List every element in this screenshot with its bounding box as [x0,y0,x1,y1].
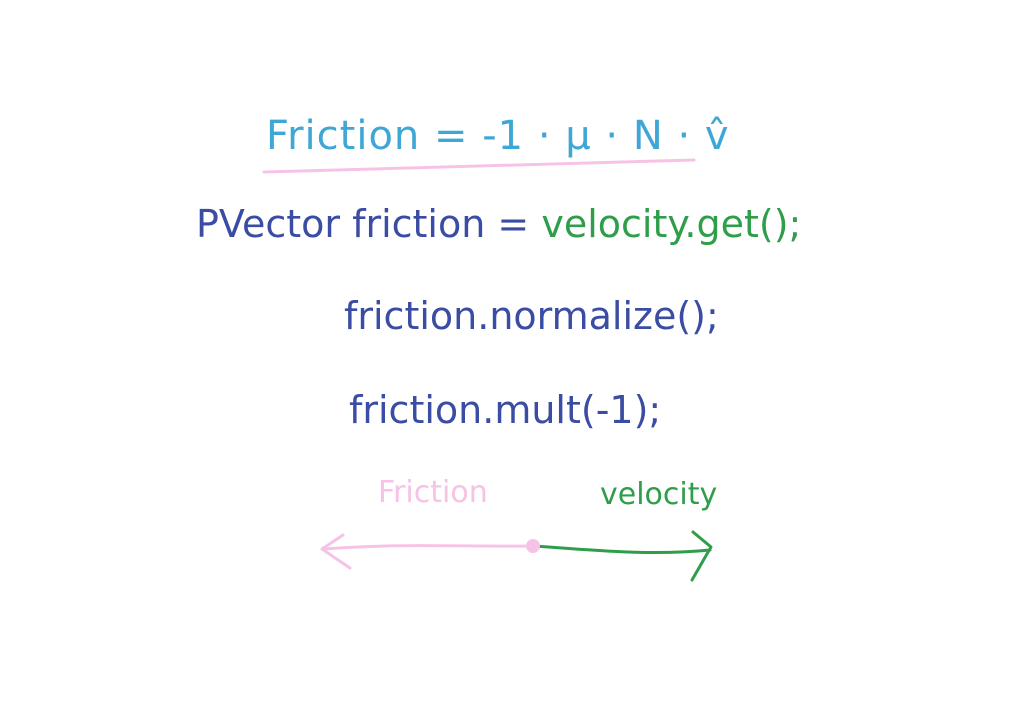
friction-arrowhead [320,533,352,570]
code-line-3: friction.mult(-1); [349,388,662,432]
friction-vector-label: Friction [378,475,488,510]
code-line-1-call: velocity.get(); [541,202,802,246]
velocity-vector-line [532,544,712,555]
code-line-1-prefix: PVector friction = [196,202,542,246]
velocity-vector-label: velocity [600,477,718,512]
friction-vector-line [323,544,532,551]
friction-formula: Friction = -1 · μ · N · v̂ [266,113,730,159]
formula-underline [262,158,696,174]
code-line-2: friction.normalize(); [344,294,719,338]
code-line-1: PVector friction = velocity.get(); [196,205,801,243]
velocity-arrowhead [690,530,713,582]
object-dot [526,539,540,553]
